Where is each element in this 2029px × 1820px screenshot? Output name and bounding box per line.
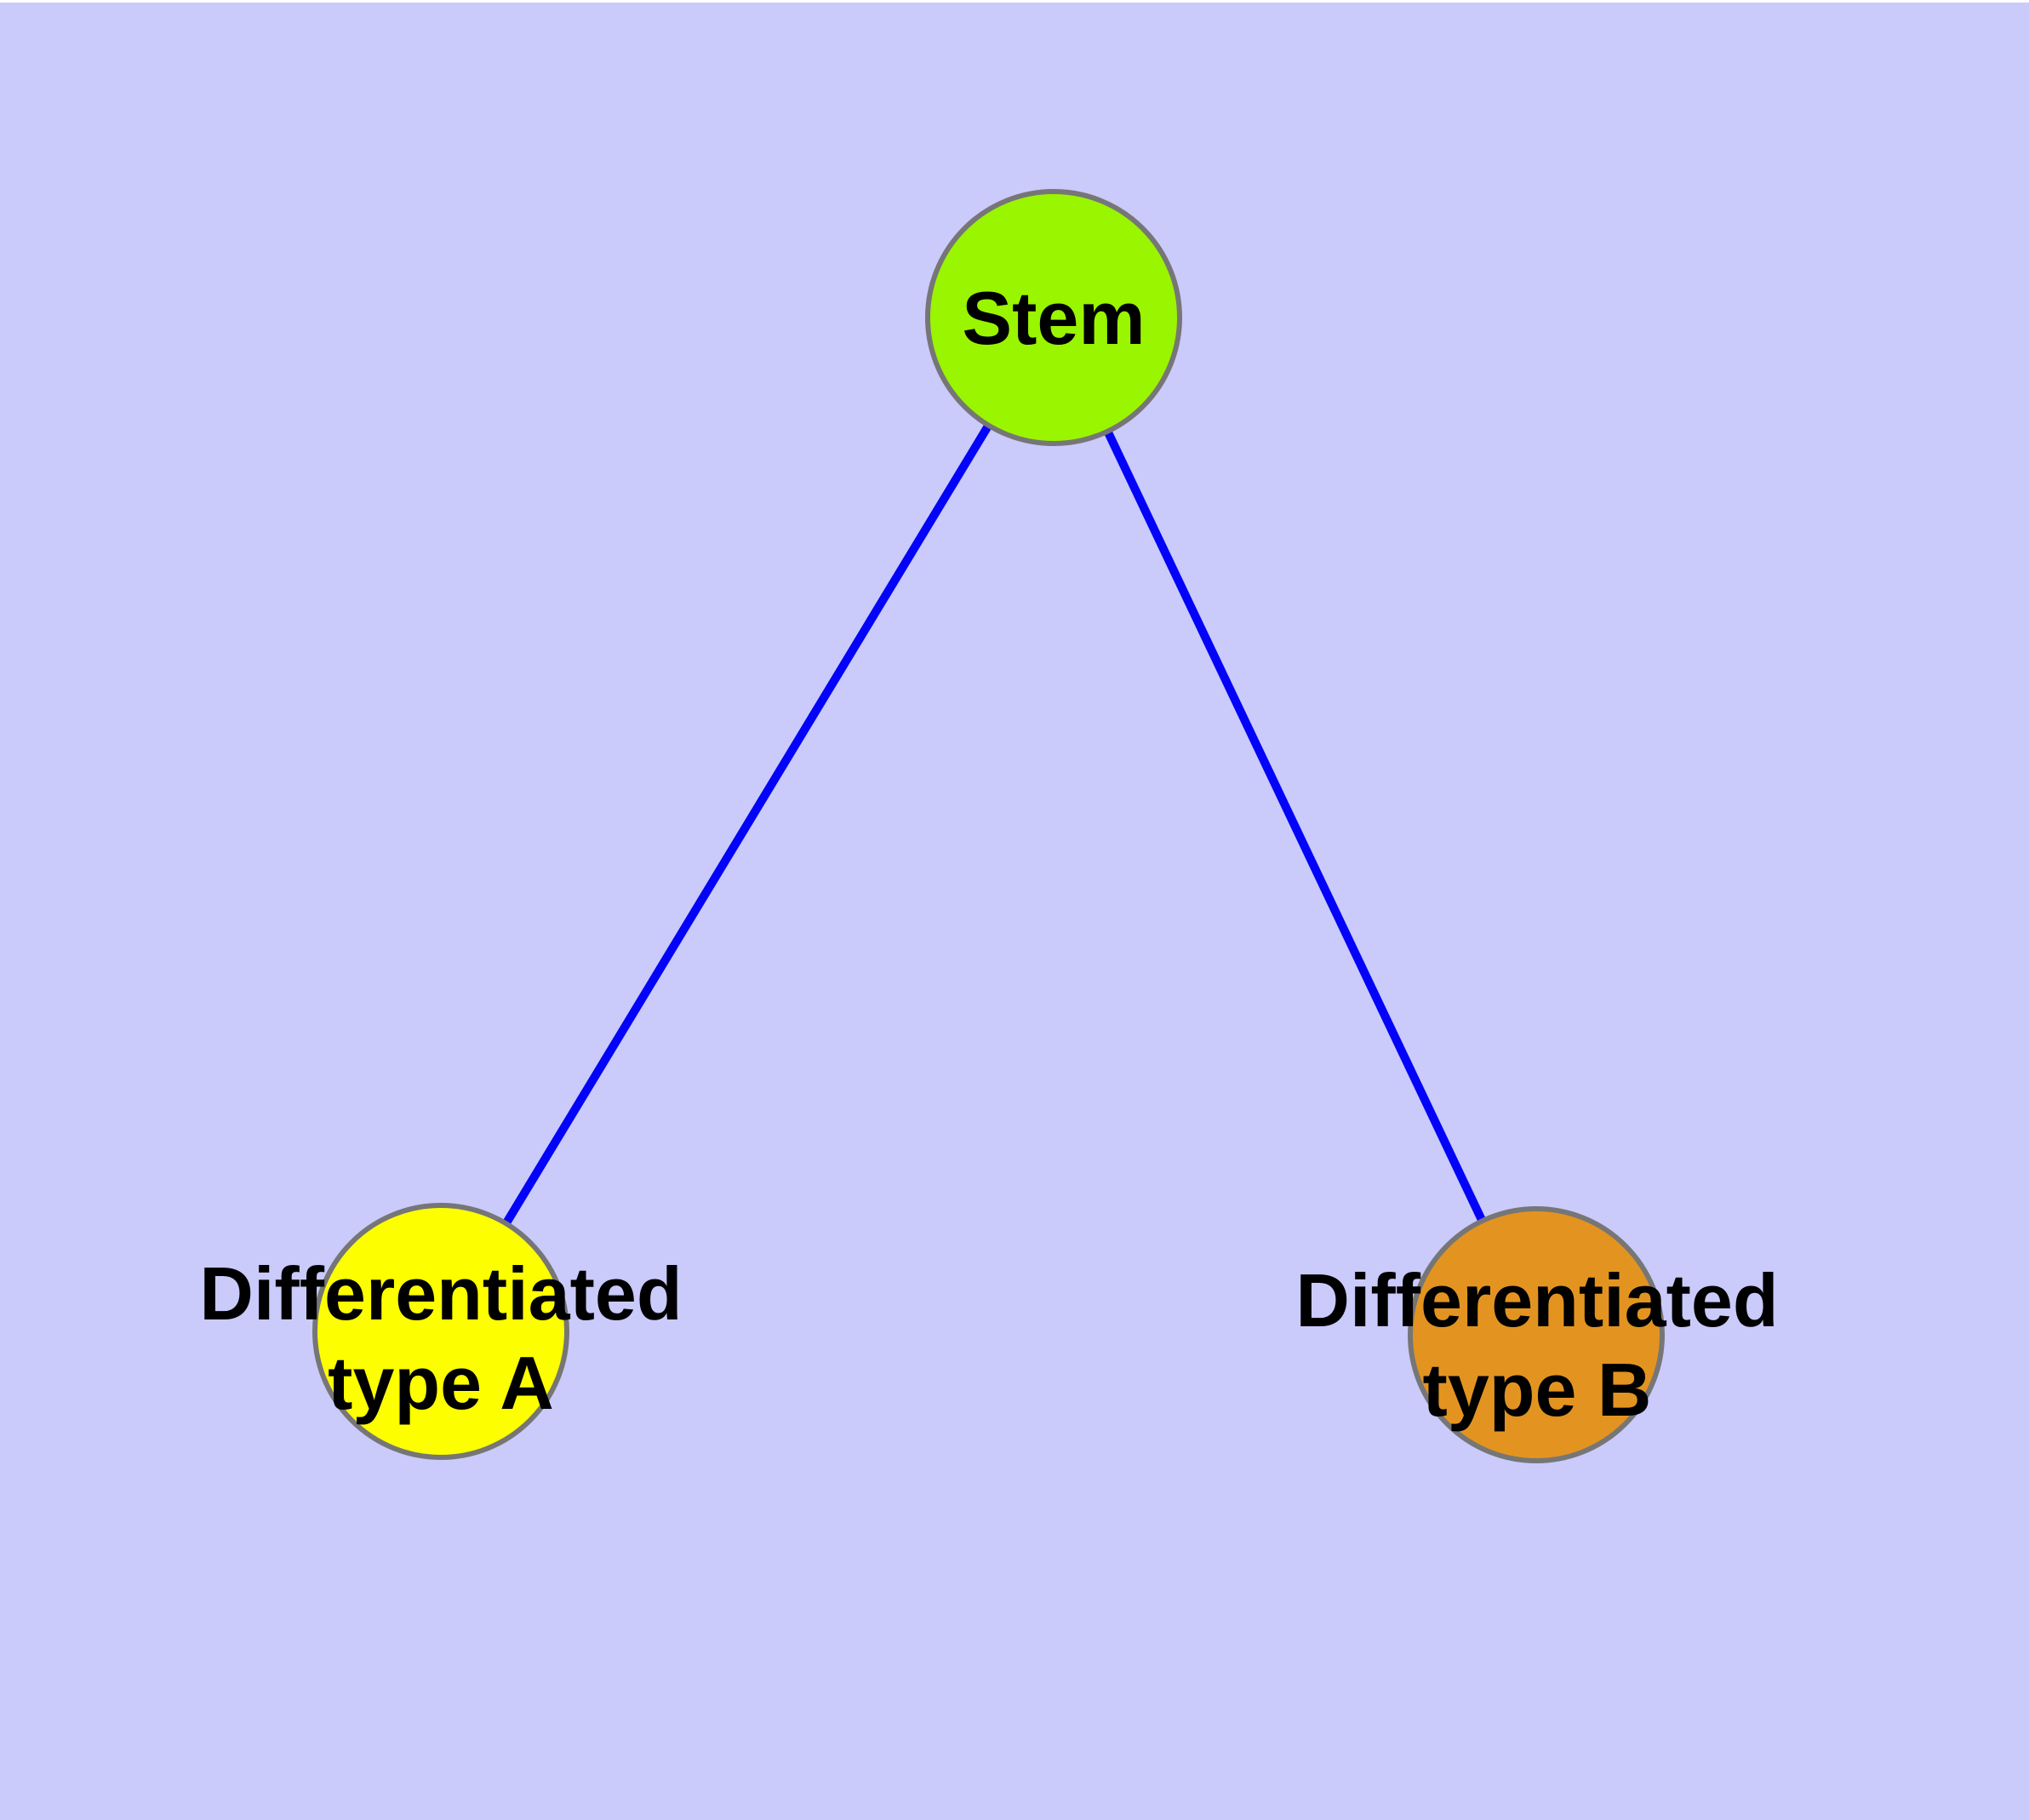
node-stem[interactable]	[925, 189, 1182, 446]
node-type-b-label-line1: Differentiated	[1295, 1258, 1779, 1342]
node-differentiated-type-a[interactable]	[312, 1203, 569, 1460]
edges-layer	[437, 315, 1540, 1337]
node-stem-label: Stem	[962, 273, 1145, 363]
node-type-a-label-line1: Differentiated	[199, 1251, 683, 1336]
node-differentiated-type-b[interactable]	[1408, 1206, 1665, 1463]
node-stem-label-text: Stem	[962, 276, 1146, 360]
node-type-b-label: Differentiated type B	[1295, 1256, 1778, 1434]
diagram-canvas: Stem Differentiated type A Differentiate…	[0, 3, 2029, 1820]
node-type-b-label-line2: type B	[1422, 1348, 1652, 1432]
node-type-a-label-line2: type A	[328, 1341, 554, 1425]
edge-stem-to-type-b	[1049, 315, 1540, 1337]
edge-stem-to-type-a	[437, 315, 1058, 1334]
node-type-a-label: Differentiated type A	[199, 1249, 682, 1428]
